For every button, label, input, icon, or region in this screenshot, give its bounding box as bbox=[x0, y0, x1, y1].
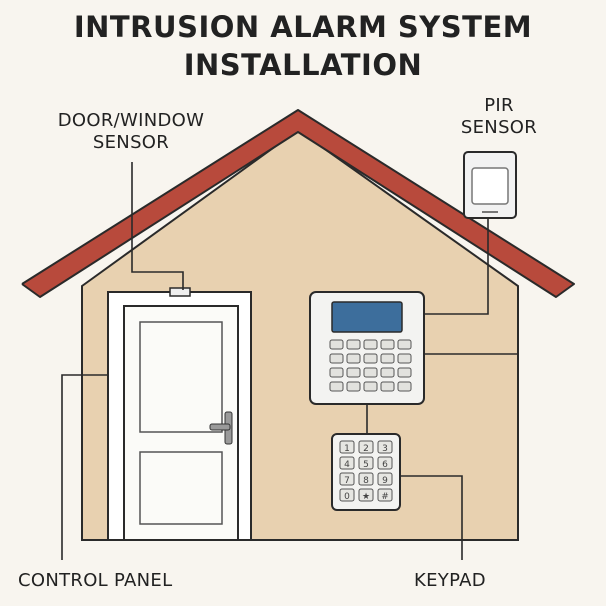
control-panel-button bbox=[397, 381, 412, 392]
control-panel-button bbox=[380, 339, 395, 350]
control-panel-button bbox=[397, 339, 412, 350]
control-panel-buttons bbox=[329, 339, 412, 392]
keypad-key bbox=[377, 472, 393, 486]
control-panel-button bbox=[380, 353, 395, 364]
keypad-label: KEYPAD bbox=[414, 570, 486, 591]
keypad-key bbox=[377, 488, 393, 502]
pir-sensor-label: PIR SENSOR bbox=[444, 95, 554, 139]
keypad-key-label: 5 bbox=[363, 460, 369, 470]
diagram-title-line1: INTRUSION ALARM SYSTEM bbox=[73, 10, 533, 44]
control-panel-button bbox=[329, 339, 344, 350]
control-panel-button bbox=[380, 381, 395, 392]
door-handle bbox=[209, 411, 233, 445]
control-panel-button bbox=[397, 353, 412, 364]
keypad-key-label: 0 bbox=[344, 492, 350, 502]
keypad-key-label: 4 bbox=[344, 460, 350, 470]
keypad-key bbox=[358, 488, 374, 502]
door-window-label-line1: DOOR/WINDOW bbox=[57, 110, 205, 131]
control-panel-button bbox=[363, 381, 378, 392]
control-panel-button bbox=[329, 353, 344, 364]
keypad-key-label: 6 bbox=[382, 460, 388, 470]
keypad-key bbox=[339, 440, 355, 454]
door-upper-panel bbox=[139, 321, 223, 433]
keypad-key-label: 8 bbox=[363, 476, 369, 486]
pir-label-line1: PIR bbox=[484, 95, 514, 116]
control-panel-button bbox=[346, 367, 361, 378]
control-panel-button bbox=[346, 381, 361, 392]
wire-control-panel bbox=[61, 374, 108, 560]
keypad-key-label: 7 bbox=[344, 476, 350, 486]
keypad-key bbox=[358, 472, 374, 486]
keypad-key-label: 1 bbox=[344, 444, 350, 454]
control-panel-button bbox=[346, 353, 361, 364]
control-panel-device bbox=[309, 291, 425, 405]
keypad-key-label: # bbox=[381, 492, 389, 502]
keypad-key bbox=[339, 456, 355, 470]
keypad-key bbox=[339, 488, 355, 502]
keypad-device: 1 2 3 4 5 6 7 8 9 0 ★ # bbox=[331, 433, 401, 511]
keypad-key bbox=[377, 440, 393, 454]
control-panel-button bbox=[346, 339, 361, 350]
keypad-key bbox=[358, 440, 374, 454]
keypad-key-label: 2 bbox=[363, 444, 369, 454]
wire-pir-sensor bbox=[424, 218, 489, 315]
house-roof bbox=[21, 109, 575, 298]
diagram-title-line2: INSTALLATION bbox=[183, 48, 423, 82]
control-panel-label: CONTROL PANEL bbox=[18, 570, 173, 591]
pir-sensor-device bbox=[463, 151, 517, 219]
door-window-sensor-device bbox=[169, 287, 191, 297]
control-panel-button bbox=[380, 367, 395, 378]
wire-door-sensor bbox=[131, 162, 184, 290]
pir-label-line2: SENSOR bbox=[460, 117, 538, 138]
door bbox=[123, 305, 239, 541]
control-panel-button bbox=[329, 367, 344, 378]
keypad-keys: 1 2 3 4 5 6 7 8 9 0 ★ # bbox=[339, 440, 393, 502]
control-panel-button bbox=[397, 367, 412, 378]
keypad-key bbox=[377, 456, 393, 470]
wire-keypad bbox=[400, 475, 463, 560]
keypad-key bbox=[358, 456, 374, 470]
control-panel-button bbox=[329, 381, 344, 392]
keypad-key-label: 3 bbox=[382, 444, 388, 454]
keypad-key-label: 9 bbox=[382, 476, 388, 486]
door-lower-panel bbox=[139, 451, 223, 525]
keypad-key-label: ★ bbox=[362, 492, 370, 502]
keypad-key bbox=[339, 472, 355, 486]
control-panel-button bbox=[363, 353, 378, 364]
control-panel-button bbox=[363, 367, 378, 378]
door-window-label-line2: SENSOR bbox=[92, 132, 170, 153]
control-panel-screen bbox=[331, 301, 403, 333]
door-window-sensor-label: DOOR/WINDOW SENSOR bbox=[40, 110, 222, 154]
control-panel-button bbox=[363, 339, 378, 350]
